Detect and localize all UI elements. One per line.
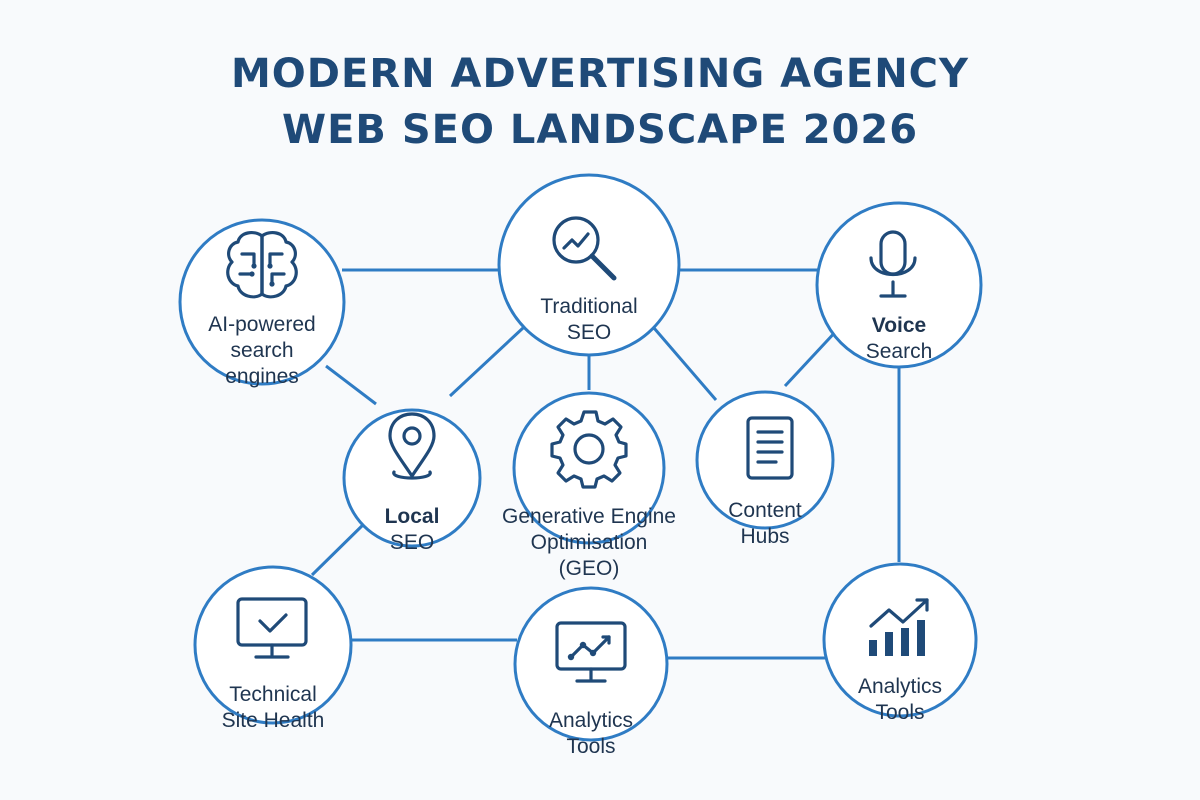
node-content-label: Content Hubs bbox=[700, 498, 830, 550]
node-geo-line-3: (GEO) bbox=[558, 557, 620, 580]
node-ai-line-1: AI-powered bbox=[208, 313, 316, 336]
node-geo-line-1: Generative Engine bbox=[502, 505, 676, 528]
node-voice-label: Voice Search bbox=[819, 313, 979, 365]
node-voice-circle bbox=[815, 201, 983, 369]
node-voice-line-1: Voice bbox=[871, 314, 927, 337]
edge-traditional-content bbox=[652, 327, 718, 401]
node-analytics-center-circle bbox=[513, 586, 669, 742]
node-traditional-line-2: SEO bbox=[566, 321, 612, 344]
edge-voice-content bbox=[783, 326, 841, 388]
node-traditional-label: Traditional SEO bbox=[509, 294, 669, 346]
diagram-title: MODERN ADVERTISING AGENCY WEB SEO LANDSC… bbox=[0, 46, 1200, 158]
node-analytics-center-label: Analytics Tools bbox=[516, 708, 666, 760]
node-technical-label: Technical Site Health bbox=[193, 682, 353, 734]
node-technical-line-2: Site Health bbox=[221, 709, 325, 732]
edge-ai-local bbox=[325, 364, 377, 406]
node-analytics-right-circle bbox=[822, 562, 978, 718]
node-voice-line-2: Search bbox=[865, 340, 933, 363]
bar-chart-trend-icon bbox=[869, 598, 929, 656]
node-geo-circle bbox=[512, 391, 666, 545]
node-ai-circle bbox=[178, 218, 346, 386]
magnifier-trend-icon bbox=[552, 216, 617, 281]
node-geo-line-2: Optimisation bbox=[530, 531, 648, 554]
node-local-line-2: SEO bbox=[389, 531, 435, 554]
node-content-circle bbox=[695, 390, 835, 530]
node-content-line-1: Content bbox=[728, 499, 802, 522]
monitor-chart-icon bbox=[555, 621, 627, 683]
node-ai-label: AI-powered search engines bbox=[182, 312, 342, 390]
document-icon bbox=[746, 416, 794, 480]
edge-traditional-local bbox=[448, 326, 525, 398]
node-analytics-right-line-1: Analytics bbox=[857, 675, 943, 698]
node-analytics-right-label: Analytics Tools bbox=[825, 674, 975, 726]
title-line-2: WEB SEO LANDSCAPE 2026 bbox=[281, 107, 919, 153]
node-local-label: Local SEO bbox=[347, 504, 477, 556]
node-analytics-center-line-1: Analytics bbox=[548, 709, 634, 732]
connections bbox=[310, 268, 901, 660]
brain-icon bbox=[226, 231, 298, 299]
node-analytics-right-line-2: Tools bbox=[875, 701, 925, 724]
node-geo-label: Generative Engine Optimisation (GEO) bbox=[489, 504, 689, 582]
node-ai-line-3: engines bbox=[225, 365, 299, 388]
node-local-line-1: Local bbox=[384, 505, 440, 528]
node-traditional-line-1: Traditional bbox=[540, 295, 638, 318]
microphone-icon bbox=[869, 230, 917, 298]
node-technical-line-1: Technical bbox=[229, 683, 317, 706]
node-ai-line-2: search bbox=[230, 339, 294, 362]
node-content-line-2: Hubs bbox=[740, 525, 790, 548]
gear-icon bbox=[550, 410, 628, 489]
node-traditional-circle bbox=[497, 173, 681, 357]
monitor-check-icon bbox=[236, 597, 308, 659]
location-pin-icon bbox=[388, 412, 436, 480]
node-analytics-center-line-2: Tools bbox=[566, 735, 616, 758]
edge-local-technical bbox=[310, 516, 372, 577]
title-line-1: MODERN ADVERTISING AGENCY bbox=[231, 51, 969, 97]
